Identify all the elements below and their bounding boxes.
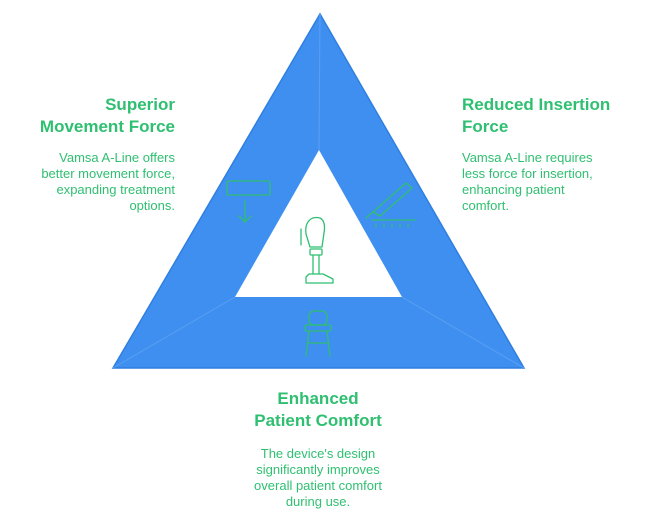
desc-line: The device's design xyxy=(260,446,376,461)
desc-line: better movement force, xyxy=(41,166,175,181)
desc-line: Vamsa A-Line requires xyxy=(462,150,593,165)
inner-triangle xyxy=(235,150,402,297)
desc-line: Vamsa A-Line offers xyxy=(59,150,175,165)
desc-line: significantly improves xyxy=(256,462,380,477)
title-line: Superior xyxy=(105,95,175,114)
seam-top xyxy=(318,13,321,151)
reduced-insertion-force-title: Reduced Insertion Force xyxy=(462,94,657,138)
title-line: Movement Force xyxy=(39,117,175,136)
seam-left xyxy=(112,296,236,369)
desc-line: comfort. xyxy=(462,198,509,213)
movement-bar-arrow-icon xyxy=(226,180,271,223)
enhanced-patient-comfort-title: Enhanced Patient Comfort xyxy=(218,388,418,432)
desc-line: during use. xyxy=(285,494,351,509)
prosthetic-leg-icon xyxy=(300,216,334,284)
desc-line: expanding treatment xyxy=(56,182,175,197)
desc-line: enhancing patient xyxy=(462,182,565,197)
insertion-tool-icon xyxy=(365,182,416,228)
reduced-insertion-force-description: Vamsa A-Line requires less force for ins… xyxy=(462,150,657,214)
seam-right xyxy=(401,296,525,369)
enhanced-patient-comfort-description: The device's design significantly improv… xyxy=(218,446,418,510)
desc-line: options. xyxy=(129,198,175,213)
superior-movement-force-title: Superior Movement Force xyxy=(0,94,175,138)
title-line: Enhanced xyxy=(277,389,359,408)
title-line: Patient Comfort xyxy=(254,411,382,430)
desc-line: overall patient comfort xyxy=(254,478,382,493)
superior-movement-force-description: Vamsa A-Line offers better movement forc… xyxy=(0,150,175,214)
desc-line: less force for insertion, xyxy=(462,166,593,181)
title-line: Reduced Insertion xyxy=(462,95,611,114)
patient-chair-icon xyxy=(304,310,332,357)
title-line: Force xyxy=(462,117,509,136)
